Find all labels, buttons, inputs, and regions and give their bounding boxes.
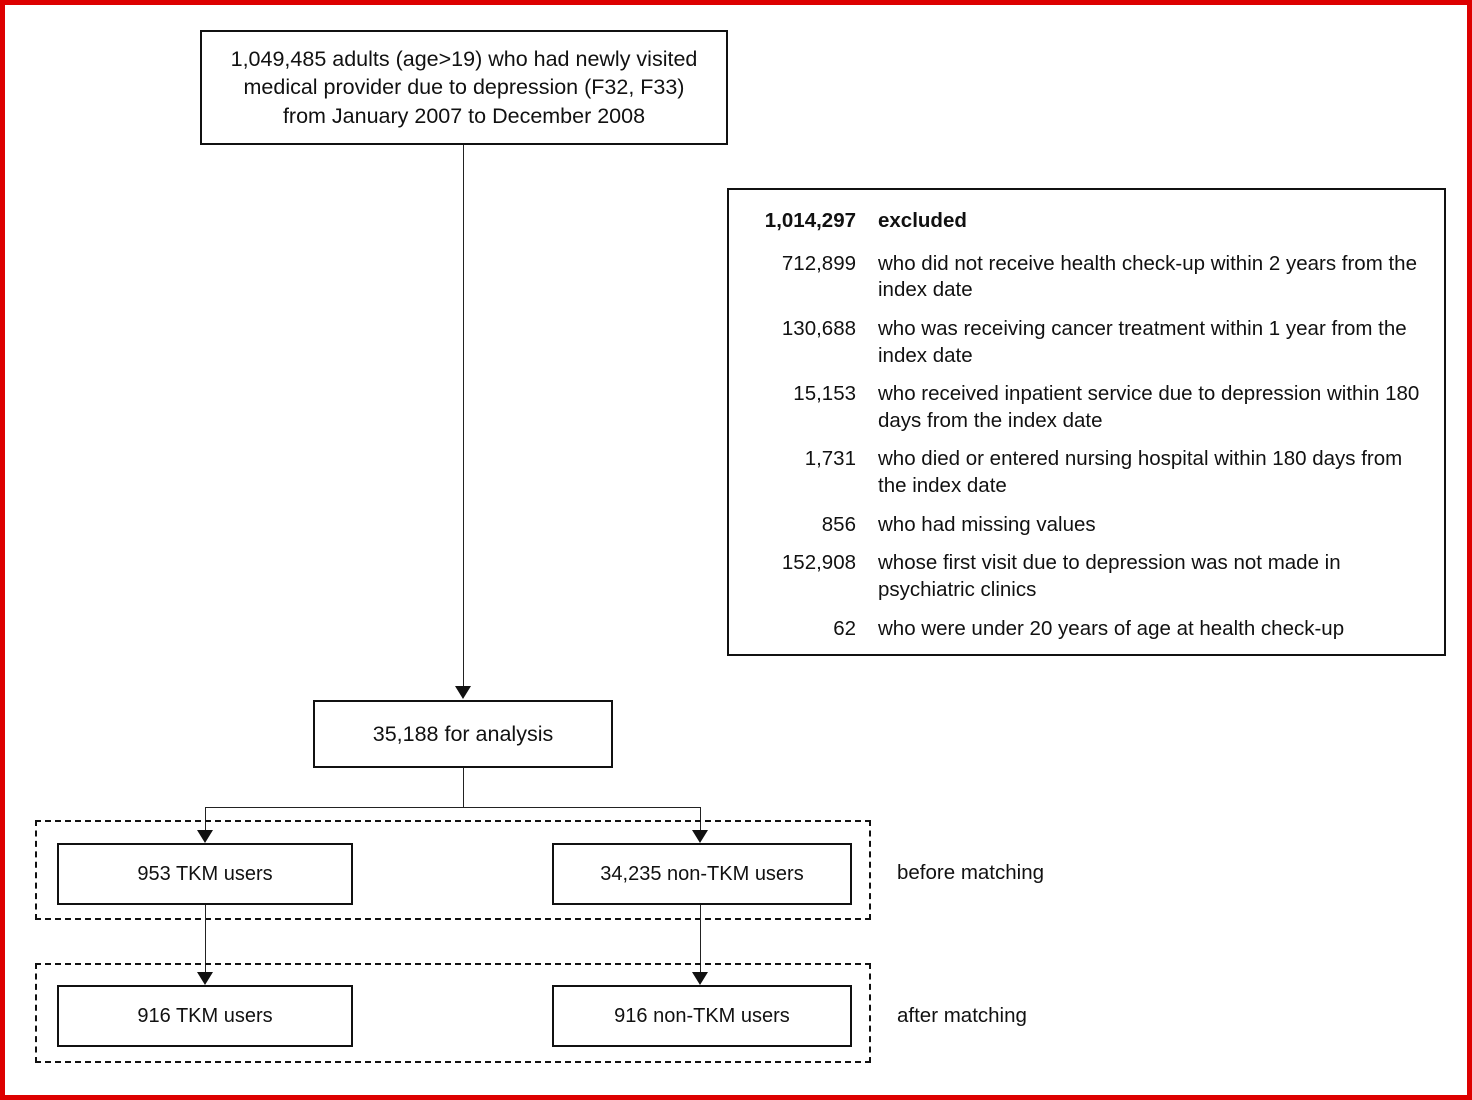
exclusion-panel: 1,014,297 excluded 712,899 who did not r… bbox=[727, 188, 1446, 656]
exclusion-row-description: who had missing values bbox=[878, 512, 1096, 536]
exclusion-row-number: 1,731 bbox=[804, 447, 856, 471]
non-tkm-users-after-text: 916 non-TKM users bbox=[614, 1004, 790, 1027]
arrowhead-to-nontkm-before bbox=[692, 830, 708, 843]
exclusion-row: 1,731 who died or entered nursing hospit… bbox=[743, 446, 1430, 499]
connector-split-bar bbox=[205, 807, 701, 808]
analysis-box-text: 35,188 for analysis bbox=[372, 721, 554, 746]
exclusion-row-description: who received inpatient service due to de… bbox=[878, 382, 1420, 432]
tkm-users-before-text: 953 TKM users bbox=[137, 862, 273, 885]
arrowhead-to-tkm-after bbox=[197, 972, 213, 985]
exclusion-row: 152,908 whose first visit due to depress… bbox=[743, 550, 1430, 603]
exclusion-row-number: 152,908 bbox=[781, 551, 856, 575]
exclusion-row: 130,688 who was receiving cancer treatme… bbox=[743, 316, 1430, 369]
before-matching-label: before matching bbox=[897, 861, 1045, 884]
exclusion-row-description: who were under 20 years of age at health… bbox=[878, 616, 1345, 640]
non-tkm-users-before-box: 34,235 non-TKM users bbox=[552, 843, 852, 905]
arrowhead-to-analysis bbox=[455, 686, 471, 699]
exclusion-row: 712,899 who did not receive health check… bbox=[743, 251, 1430, 304]
exclusion-row-description: who did not receive health check-up with… bbox=[878, 251, 1417, 302]
cohort-box: 1,049,485 adults (age>19) who had newly … bbox=[200, 30, 728, 145]
exclusion-row-description: whose first visit due to depression was … bbox=[878, 551, 1341, 602]
connector-tkm-before-to-after bbox=[205, 905, 206, 973]
connector-cohort-to-analysis bbox=[463, 145, 464, 688]
tkm-users-before-box: 953 TKM users bbox=[57, 843, 353, 905]
exclusion-row-number: 62 bbox=[833, 616, 856, 640]
analysis-box: 35,188 for analysis bbox=[313, 700, 613, 768]
exclusion-row: 62 who were under 20 years of age at hea… bbox=[743, 616, 1430, 643]
exclusion-row-description: who was receiving cancer treatment withi… bbox=[878, 316, 1407, 367]
after-matching-label: after matching bbox=[897, 1004, 1027, 1027]
after-matching-group bbox=[35, 963, 871, 1063]
before-matching-group bbox=[35, 820, 871, 920]
non-tkm-users-after-box: 916 non-TKM users bbox=[552, 985, 852, 1047]
arrowhead-to-tkm-before bbox=[197, 830, 213, 843]
non-tkm-users-before-text: 34,235 non-TKM users bbox=[600, 862, 804, 885]
exclusion-row: 856 who had missing values bbox=[743, 512, 1430, 539]
exclusion-row-number: 15,153 bbox=[793, 382, 856, 406]
exclusion-total-row: 1,014,297 excluded bbox=[743, 208, 1430, 235]
connector-nontkm-before-to-after bbox=[700, 905, 701, 973]
cohort-box-text: 1,049,485 adults (age>19) who had newly … bbox=[230, 46, 698, 128]
exclusion-row-number: 712,899 bbox=[781, 251, 856, 275]
tkm-users-after-box: 916 TKM users bbox=[57, 985, 353, 1047]
exclusion-row: 15,153 who received inpatient service du… bbox=[743, 381, 1430, 434]
exclusion-row-number: 130,688 bbox=[781, 316, 856, 340]
connector-analysis-stem bbox=[463, 768, 464, 808]
exclusion-row-number: 856 bbox=[821, 512, 856, 536]
arrowhead-to-nontkm-after bbox=[692, 972, 708, 985]
exclusion-row-description: who died or entered nursing hospital wit… bbox=[878, 447, 1403, 498]
exclusion-total-number: 1,014,297 bbox=[764, 209, 856, 232]
exclusion-total-label: excluded bbox=[878, 209, 967, 232]
tkm-users-after-text: 916 TKM users bbox=[137, 1004, 273, 1027]
